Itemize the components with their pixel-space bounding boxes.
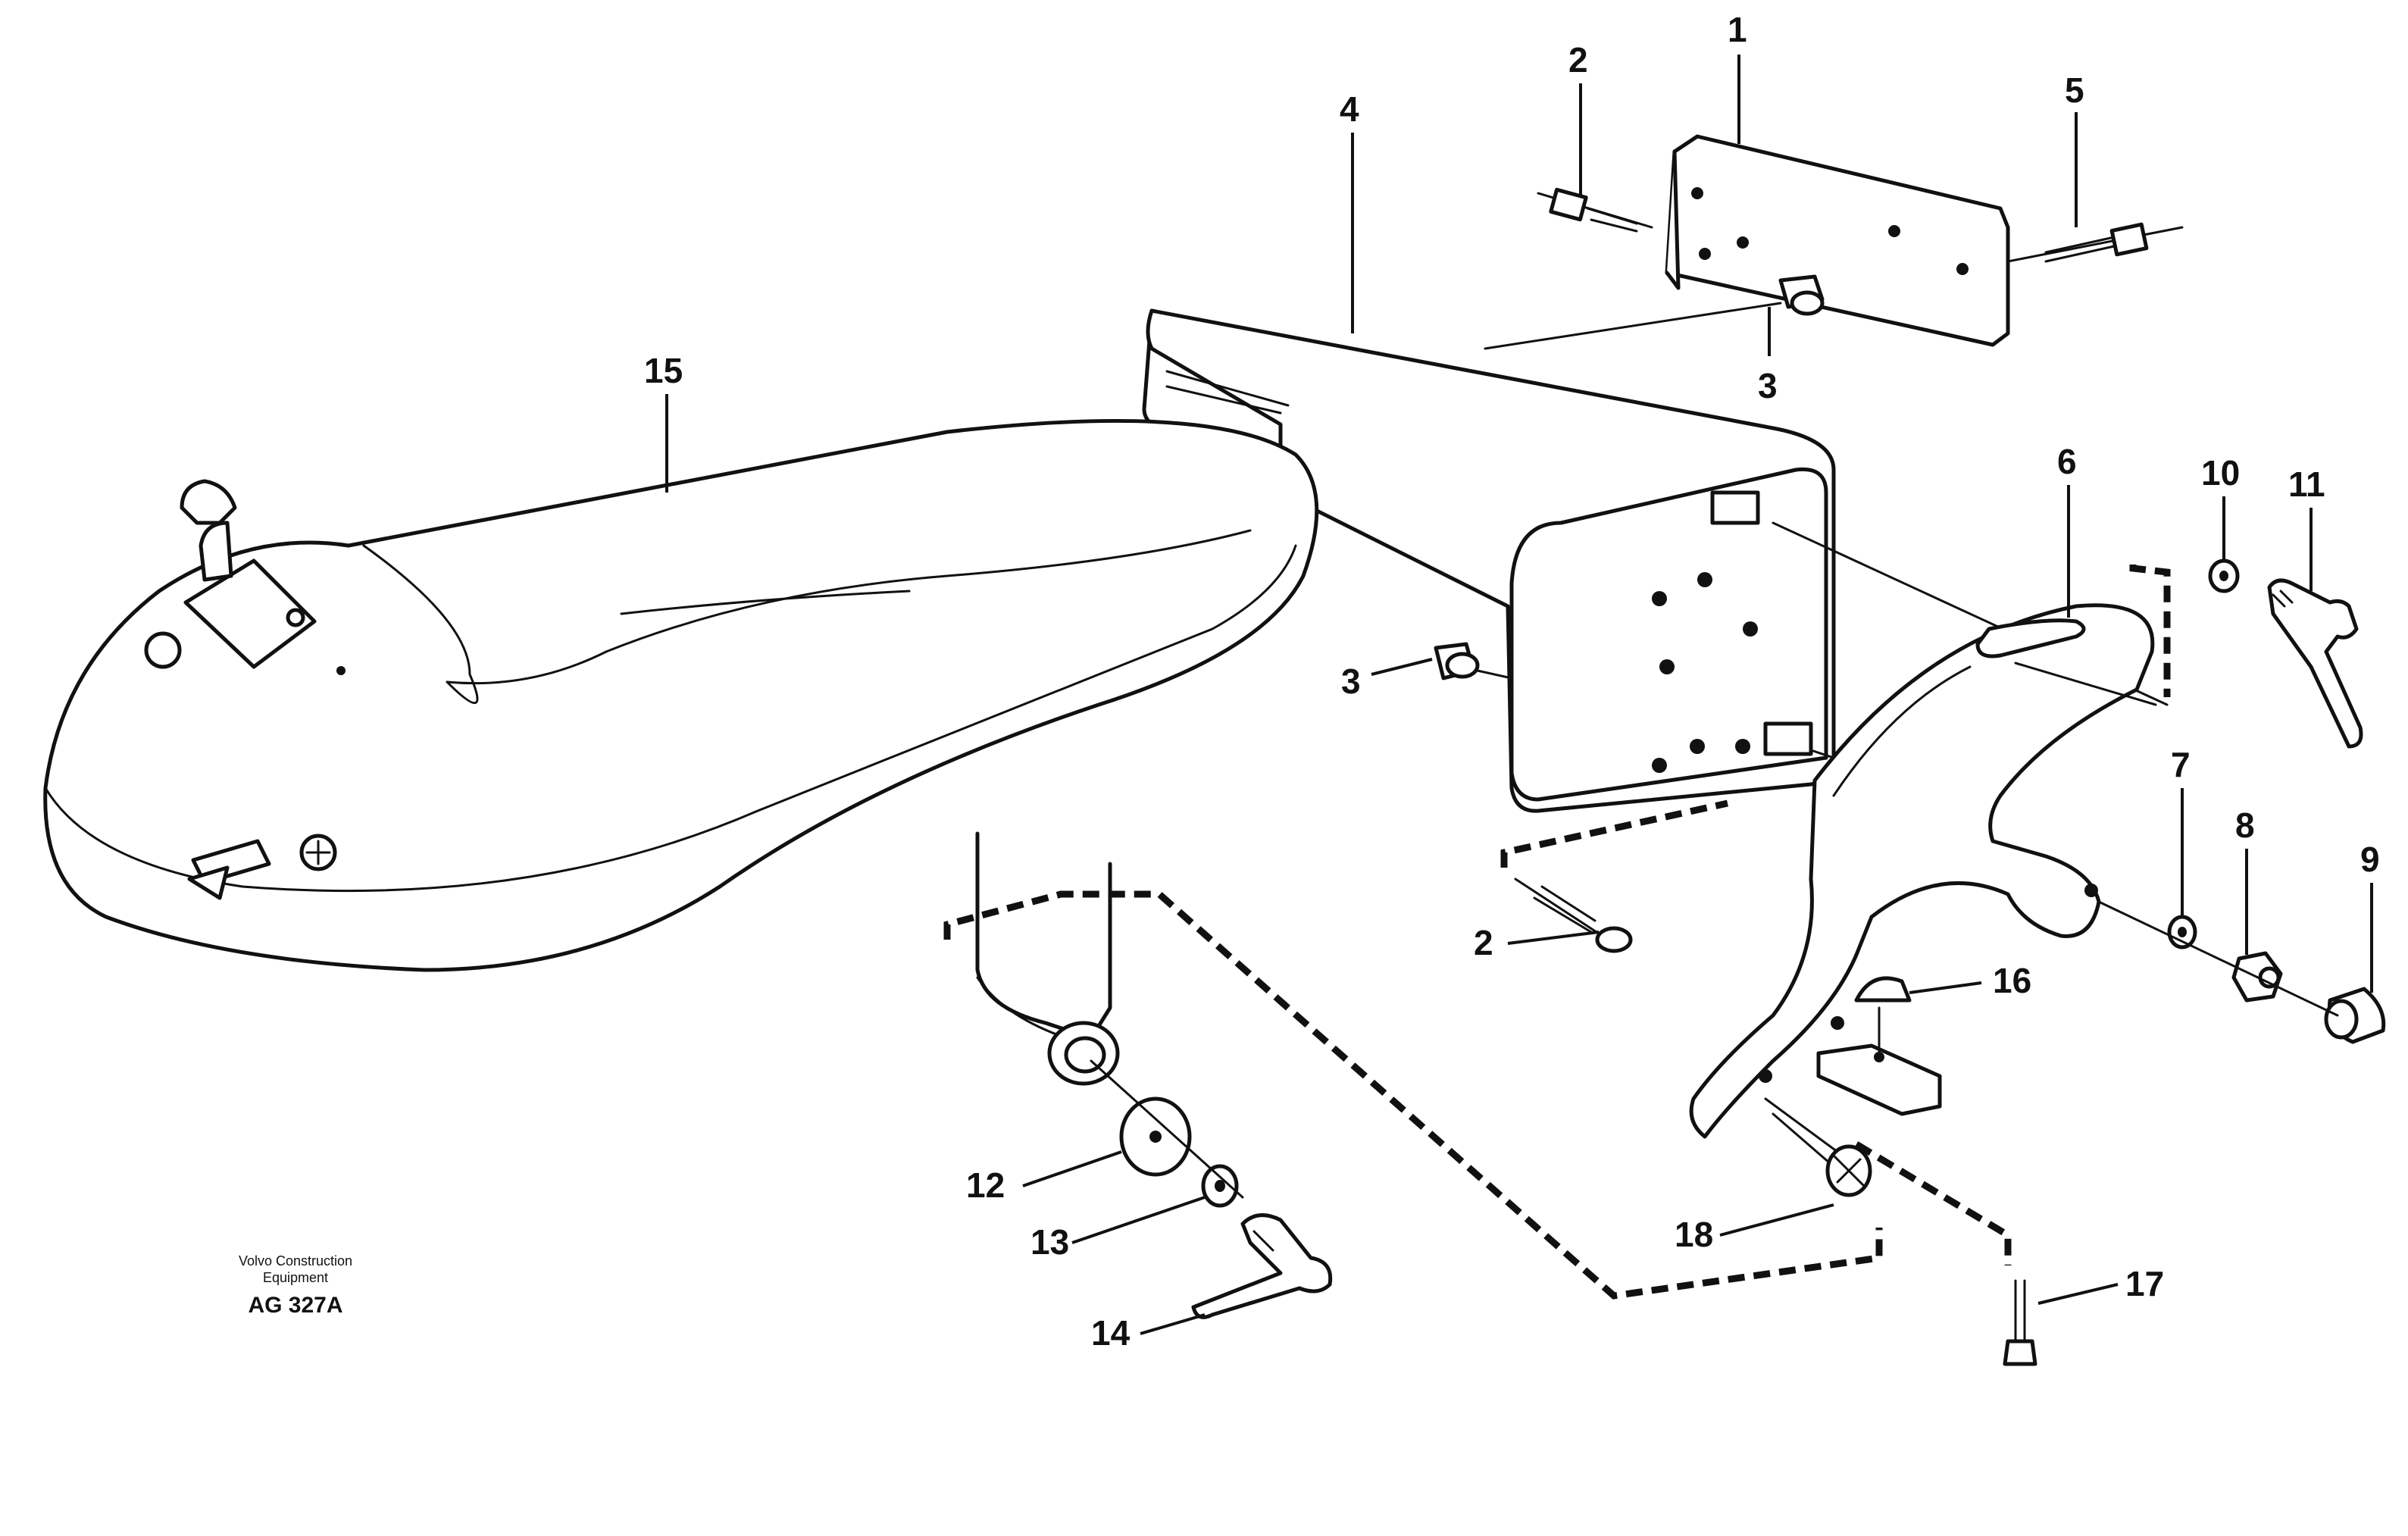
callout-3-left: 3 — [1341, 662, 1361, 701]
axis-line-right — [2097, 900, 2339, 1017]
callout-16: 16 — [1993, 961, 2031, 1000]
axis-line-bottom — [1090, 1059, 1244, 1199]
callout-11: 11 — [2288, 465, 2325, 504]
armrest-part-15 — [43, 418, 1319, 1086]
lever-knob-part-14 — [1191, 1213, 1333, 1319]
screw-part-5 — [2006, 222, 2184, 263]
callout-6: 6 — [2057, 442, 2077, 481]
callout-labels: 1 2 5 4 15 3 6 10 11 3 7 8 9 2 16 12 13 … — [644, 10, 2380, 1353]
washer-part-12 — [1119, 1096, 1192, 1177]
callout-7: 7 — [2171, 745, 2191, 784]
callout-3-top: 3 — [1758, 366, 1778, 405]
screw-part-17 — [2003, 1279, 2037, 1366]
callout-13: 13 — [1030, 1222, 1069, 1262]
angle-bracket-part-1 — [1665, 134, 2010, 347]
washer-part-13 — [1201, 1164, 1239, 1208]
lever-knob-part-11 — [2267, 578, 2363, 749]
plate-part-16 — [1816, 976, 1942, 1116]
mounting-console-part-4 — [1142, 302, 2169, 813]
callout-10: 10 — [2201, 453, 2240, 493]
callout-12: 12 — [966, 1165, 1005, 1205]
cap-part-9 — [2324, 987, 2386, 1044]
callout-14: 14 — [1091, 1313, 1131, 1353]
callout-17: 17 — [2125, 1264, 2164, 1303]
screw-part-2-top — [1537, 187, 1653, 233]
spacer-part-3-top — [1778, 274, 1825, 316]
callout-5: 5 — [2065, 70, 2084, 110]
caption-company: Volvo Construction — [239, 1253, 352, 1269]
callout-8: 8 — [2235, 806, 2255, 845]
drawing-code: AG 327A — [248, 1293, 342, 1318]
caption-equipment: Equipment — [263, 1270, 328, 1285]
drawing-caption: Volvo Construction Equipment AG 327A — [239, 1253, 352, 1318]
callout-15: 15 — [644, 351, 683, 390]
callout-2-top: 2 — [1568, 40, 1588, 80]
callout-1: 1 — [1728, 10, 1747, 49]
callout-9: 9 — [2360, 840, 2380, 879]
callout-18: 18 — [1675, 1215, 1713, 1254]
spacer-part-3-left — [1434, 642, 1513, 680]
knurled-knob-part-18 — [1764, 1097, 1872, 1197]
callout-leaders — [665, 55, 2373, 1335]
dashed-connection-lines — [943, 565, 2171, 1300]
callout-4: 4 — [1340, 89, 1359, 129]
washer-part-10 — [2208, 558, 2240, 593]
callout-2-lower: 2 — [1474, 923, 1493, 962]
support-bracket-part-6 — [1689, 603, 2157, 1139]
